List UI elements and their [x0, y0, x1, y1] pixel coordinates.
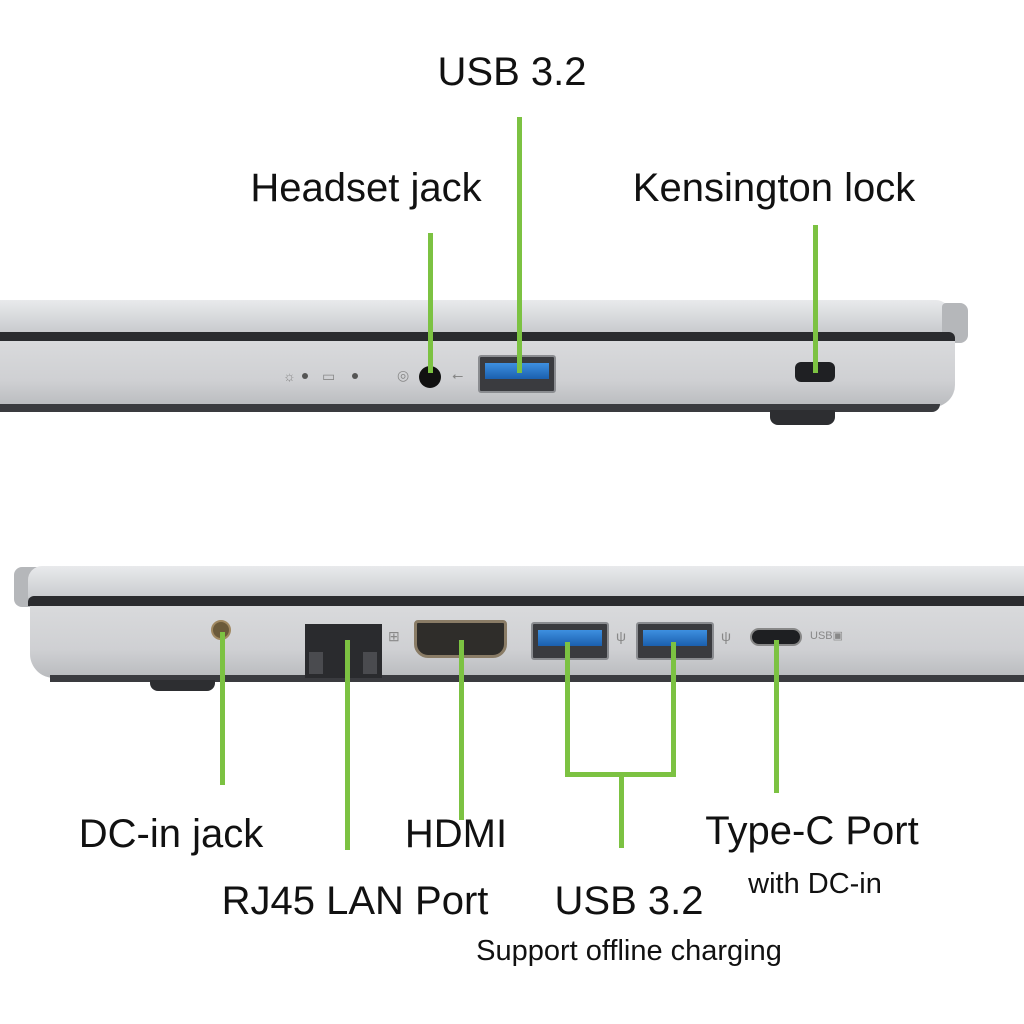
label-usb-note: Support offline charging [476, 935, 782, 967]
label-kensington-lock: Kensington lock [632, 166, 916, 210]
callout-line-kensington [813, 225, 818, 373]
chassis [30, 606, 1024, 678]
headset-jack [419, 366, 441, 388]
callout-line-usb-stem [619, 772, 624, 848]
usb-charge-icon: ψ [721, 628, 731, 644]
label-usb-top: USB 3.2 [437, 50, 587, 94]
lan-icon: ⊞ [388, 628, 400, 644]
headset-icon: ◎ [397, 367, 410, 383]
label-dc-in-jack: DC-in jack [78, 812, 264, 856]
label-hdmi: HDMI [404, 812, 508, 856]
callout-line-type-c [774, 640, 779, 793]
label-rj45-lan-port: RJ45 LAN Port [221, 879, 489, 923]
callout-line-usb-1 [565, 642, 570, 777]
usb-displayport-icon: USB▣ [810, 630, 844, 642]
power-led-icon: ☼ [283, 368, 296, 384]
callout-line-usb-2 [671, 642, 676, 777]
label-type-c-port: Type-C Port [705, 809, 919, 853]
rj45-port [305, 624, 382, 678]
battery-led [352, 373, 358, 379]
lid [0, 300, 950, 332]
seam [0, 332, 955, 341]
label-usb-bottom: USB 3.2 [554, 879, 704, 923]
callout-line-usb-top [517, 117, 522, 373]
bottom-edge [0, 404, 940, 412]
bottom-edge [50, 675, 1024, 682]
callout-line-dc-in [220, 632, 225, 785]
callout-line-hdmi [459, 640, 464, 820]
usb-port-left-2 [636, 622, 714, 660]
foot [770, 410, 835, 425]
usb-icon: ⭠ [452, 367, 464, 383]
foot [150, 680, 215, 691]
label-headset-jack: Headset jack [250, 166, 482, 210]
battery-led-icon: ▭ [322, 368, 336, 384]
label-type-c-note: with DC-in [748, 868, 882, 900]
callout-line-headset [428, 233, 433, 373]
lid [28, 566, 1024, 598]
callout-line-rj45 [345, 640, 350, 850]
power-led [302, 373, 308, 379]
usb-port-left-1 [531, 622, 609, 660]
seam [28, 596, 1024, 606]
usb-charge-icon: ψ [616, 628, 626, 644]
